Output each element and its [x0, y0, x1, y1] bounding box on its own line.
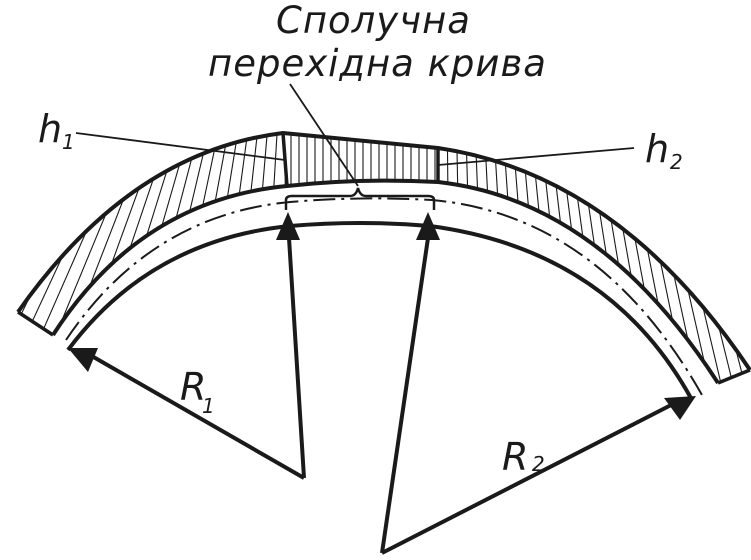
band-inner-curve: [51, 178, 720, 385]
caption-line-1: Сполучна: [276, 0, 471, 42]
hatch-right: [438, 148, 750, 383]
hatch-line: [473, 148, 488, 383]
r2-label: R 2: [502, 438, 552, 484]
transition-bracket: [284, 187, 436, 210]
hatch-line: [71, 133, 181, 335]
centerline: [65, 197, 703, 396]
hatch-line: [18, 133, 37, 335]
r2-radius-line: [381, 401, 676, 555]
band-end-right: [717, 368, 751, 385]
h2-label: h 2: [645, 130, 689, 174]
arrowhead-r1-left: [68, 348, 98, 372]
hatch-line: [455, 148, 463, 383]
hatch-line: [536, 148, 573, 383]
hatch-line: [242, 133, 271, 335]
r1-radius-line-2: [287, 237, 306, 479]
hatch-line: [18, 133, 28, 335]
h1-subscript: 1: [62, 130, 75, 154]
hatch-line: [491, 148, 512, 383]
band-end-left: [17, 310, 54, 337]
arrowhead-r1-top: [276, 212, 300, 240]
hatch-middle: [283, 133, 436, 186]
arrowhead-r2-top: [416, 212, 440, 240]
r1-symbol: R: [180, 365, 207, 409]
r1-subscript: 1: [202, 394, 215, 418]
h2-leader: [437, 147, 635, 166]
arrowhead-r2-right: [664, 396, 696, 420]
h1-label: h 1: [38, 110, 78, 154]
caption-leader: [289, 83, 359, 187]
hatch-line: [464, 148, 475, 383]
h1-leader: [75, 132, 286, 161]
hatch-line: [509, 148, 536, 383]
hatch-line: [590, 148, 646, 383]
r2-subscript: 2: [532, 452, 545, 476]
h2-symbol: h: [645, 127, 670, 171]
hatch-line: [225, 133, 262, 335]
hatch-line: [259, 133, 280, 335]
h1-symbol: h: [38, 107, 63, 151]
r1-label: R 1: [180, 365, 226, 418]
hatch-line: [500, 148, 524, 383]
r2-symbol: R: [502, 435, 529, 479]
hatch-line: [482, 148, 500, 383]
hatch-line: [18, 133, 19, 335]
h2-subscript: 2: [670, 150, 683, 174]
caption-line-2: перехідна крива: [208, 42, 547, 85]
hatch-line: [0, 100, 9, 420]
r2-radius-line-2: [380, 237, 430, 554]
r1-radius-line: [89, 353, 305, 480]
inner-curve: [66, 221, 694, 401]
hatch-line: [563, 148, 609, 383]
